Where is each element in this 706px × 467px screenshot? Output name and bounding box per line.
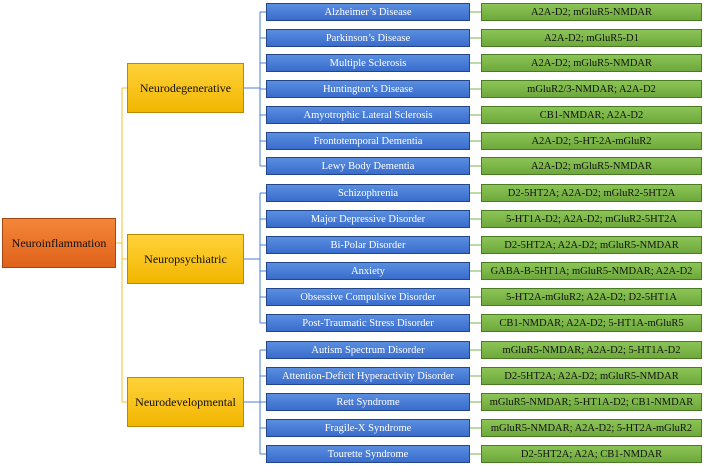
- receptor-tourette-syndrome: D2-5HT2A; A2A; CB1-NMDAR: [481, 445, 702, 463]
- disease-ocd: Obsessive Compulsive Disorder: [266, 288, 470, 306]
- category-neuropsychiatric: Neuropsychiatric: [127, 234, 244, 284]
- disease-adhd: Attention-Deficit Hyperactivity Disorder: [266, 367, 470, 385]
- receptor-huntingtons: mGluR2/3-NMDAR; A2A-D2: [481, 80, 702, 98]
- receptor-als: CB1-NMDAR; A2A-D2: [481, 106, 702, 124]
- disease-huntingtons: Huntington’s Disease: [266, 80, 470, 98]
- receptor-frontotemporal-dementia: A2A-D2; 5-HT-2A-mGluR2: [481, 132, 702, 150]
- disease-frontotemporal-dementia: Frontotemporal Dementia: [266, 132, 470, 150]
- receptor-schizophrenia: D2-5HT2A; A2A-D2; mGluR2-5HT2A: [481, 184, 702, 202]
- disease-major-depressive-disorder: Major Depressive Disorder: [266, 210, 470, 228]
- category-neurodevelopmental: Neurodevelopmental: [127, 377, 244, 427]
- root-node-neuroinflammation: Neuroinflammation: [2, 218, 116, 268]
- disease-rett-syndrome: Rett Syndrome: [266, 393, 470, 411]
- disease-lewy-body-dementia: Lewy Body Dementia: [266, 157, 470, 175]
- receptor-major-depressive-disorder: 5-HT1A-D2; A2A-D2; mGluR2-5HT2A: [481, 210, 702, 228]
- disease-ptsd: Post-Traumatic Stress Disorder: [266, 314, 470, 332]
- disease-multiple-sclerosis: Multiple Sclerosis: [266, 54, 470, 72]
- disease-anxiety: Anxiety: [266, 262, 470, 280]
- disease-als: Amyotrophic Lateral Sclerosis: [266, 106, 470, 124]
- receptor-parkinsons: A2A-D2; mGluR5-D1: [481, 29, 702, 47]
- disease-tourette-syndrome: Tourette Syndrome: [266, 445, 470, 463]
- disease-fragile-x-syndrome: Fragile-X Syndrome: [266, 419, 470, 437]
- disease-autism-spectrum-disorder: Autism Spectrum Disorder: [266, 341, 470, 359]
- disease-schizophrenia: Schizophrenia: [266, 184, 470, 202]
- receptor-autism-spectrum-disorder: mGluR5-NMDAR; A2A-D2; 5-HT1A-D2: [481, 341, 702, 359]
- receptor-anxiety: GABA-B-5HT1A; mGluR5-NMDAR; A2A-D2: [481, 262, 702, 280]
- receptor-rett-syndrome: mGluR5-NMDAR; 5-HT1A-D2; CB1-NMDAR: [481, 393, 702, 411]
- receptor-alzheimers: A2A-D2; mGluR5-NMDAR: [481, 3, 702, 21]
- disease-alzheimers: Alzheimer’s Disease: [266, 3, 470, 21]
- receptor-lewy-body-dementia: A2A-D2; mGluR5-NMDAR: [481, 157, 702, 175]
- receptor-ptsd: CB1-NMDAR; A2A-D2; 5-HT1A-mGluR5: [481, 314, 702, 332]
- receptor-adhd: D2-5HT2A; A2A-D2; mGluR5-NMDAR: [481, 367, 702, 385]
- row-connectors: [260, 11, 481, 455]
- receptor-fragile-x-syndrome: mGluR5-NMDAR; A2A-D2; 5-HT2A-mGluR2: [481, 419, 702, 437]
- receptor-ocd: 5-HT2A-mGluR2; A2A-D2; D2-5HT1A: [481, 288, 702, 306]
- disease-parkinsons: Parkinson’s Disease: [266, 29, 470, 47]
- receptor-multiple-sclerosis: A2A-D2; mGluR5-NMDAR: [481, 54, 702, 72]
- disease-bipolar-disorder: Bi-Polar Disorder: [266, 236, 470, 254]
- category-neurodegenerative: Neurodegenerative: [127, 63, 244, 113]
- receptor-bipolar-disorder: D2-5HT2A; A2A-D2; mGluR5-NMDAR: [481, 236, 702, 254]
